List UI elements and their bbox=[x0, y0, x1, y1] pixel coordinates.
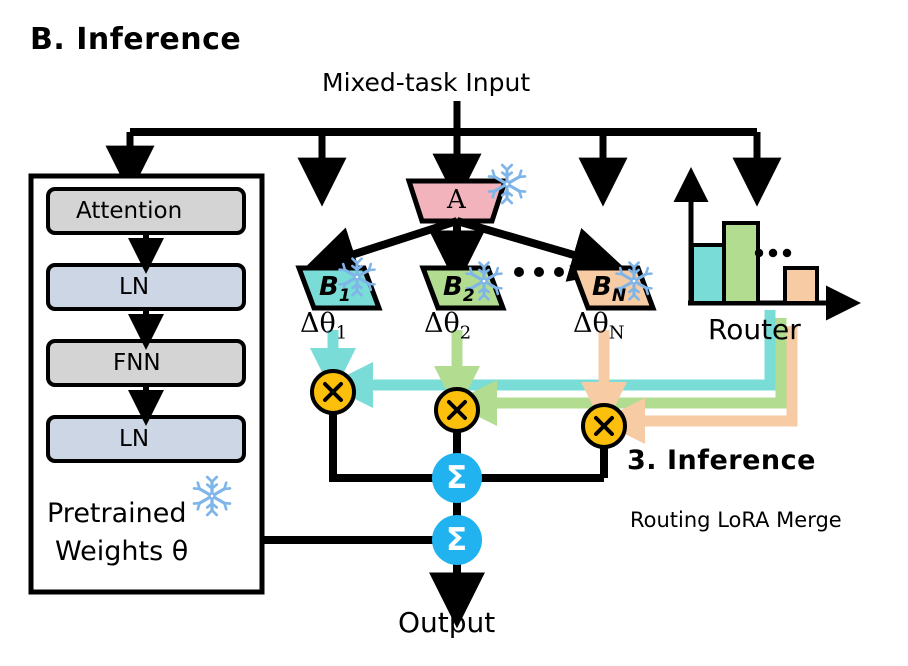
lora-expert-ellipsis bbox=[514, 267, 564, 277]
sum-node-lora bbox=[432, 453, 482, 503]
router-label: Router bbox=[708, 313, 801, 346]
sum-node-output bbox=[432, 515, 482, 565]
output-label: Output bbox=[398, 606, 496, 639]
input-label: Mixed-task Input bbox=[322, 68, 531, 97]
layer-label-attention: Attention bbox=[76, 198, 183, 224]
router-bar-2 bbox=[722, 221, 760, 305]
router-bar-n bbox=[783, 266, 819, 305]
multiply-node-1 bbox=[310, 369, 356, 415]
transformer-layer-stack bbox=[46, 187, 246, 463]
lora-b-2-label: B2 bbox=[443, 272, 475, 307]
delta-theta-2: Δθ2 bbox=[424, 308, 472, 344]
step-label: 3. Inference bbox=[627, 445, 816, 476]
merge-wiring bbox=[329, 412, 608, 629]
delta-theta-1: Δθ1 bbox=[300, 308, 348, 344]
step-caption: Routing LoRA Merge bbox=[630, 508, 842, 532]
layer-label-ln-2: LN bbox=[119, 426, 150, 452]
routing-arrow-expert-1 bbox=[309, 310, 776, 409]
lora-b-1-label: B1 bbox=[319, 272, 351, 307]
lora-a-to-b-edges bbox=[301, 217, 628, 287]
delta-theta-n: ΔθN bbox=[573, 308, 625, 344]
panel-title: B. Inference bbox=[30, 22, 242, 57]
multiply-node-2 bbox=[434, 387, 480, 433]
router-bar-ellipsis bbox=[754, 248, 792, 258]
router-chart bbox=[673, 167, 861, 321]
pretrained-caption-line1: Pretrained bbox=[47, 498, 187, 529]
layer-label-ln-1: LN bbox=[119, 274, 150, 300]
lora-a-shape bbox=[405, 178, 509, 224]
lora-b-n-label: BN bbox=[592, 272, 627, 307]
multiply-node-n bbox=[581, 403, 627, 449]
sum-glyph-output: Σ bbox=[446, 522, 468, 558]
lora-a-label: A bbox=[447, 185, 466, 215]
router-bar-1 bbox=[690, 243, 726, 305]
routing-arrow-expert-2 bbox=[433, 318, 787, 427]
pretrained-caption-line2: Weights θ bbox=[55, 536, 189, 567]
routing-arrow-expert-n bbox=[580, 326, 798, 445]
input-distribution-bus bbox=[105, 101, 782, 207]
layer-label-fnn: FNN bbox=[113, 350, 161, 376]
sum-glyph-lora: Σ bbox=[446, 460, 468, 496]
